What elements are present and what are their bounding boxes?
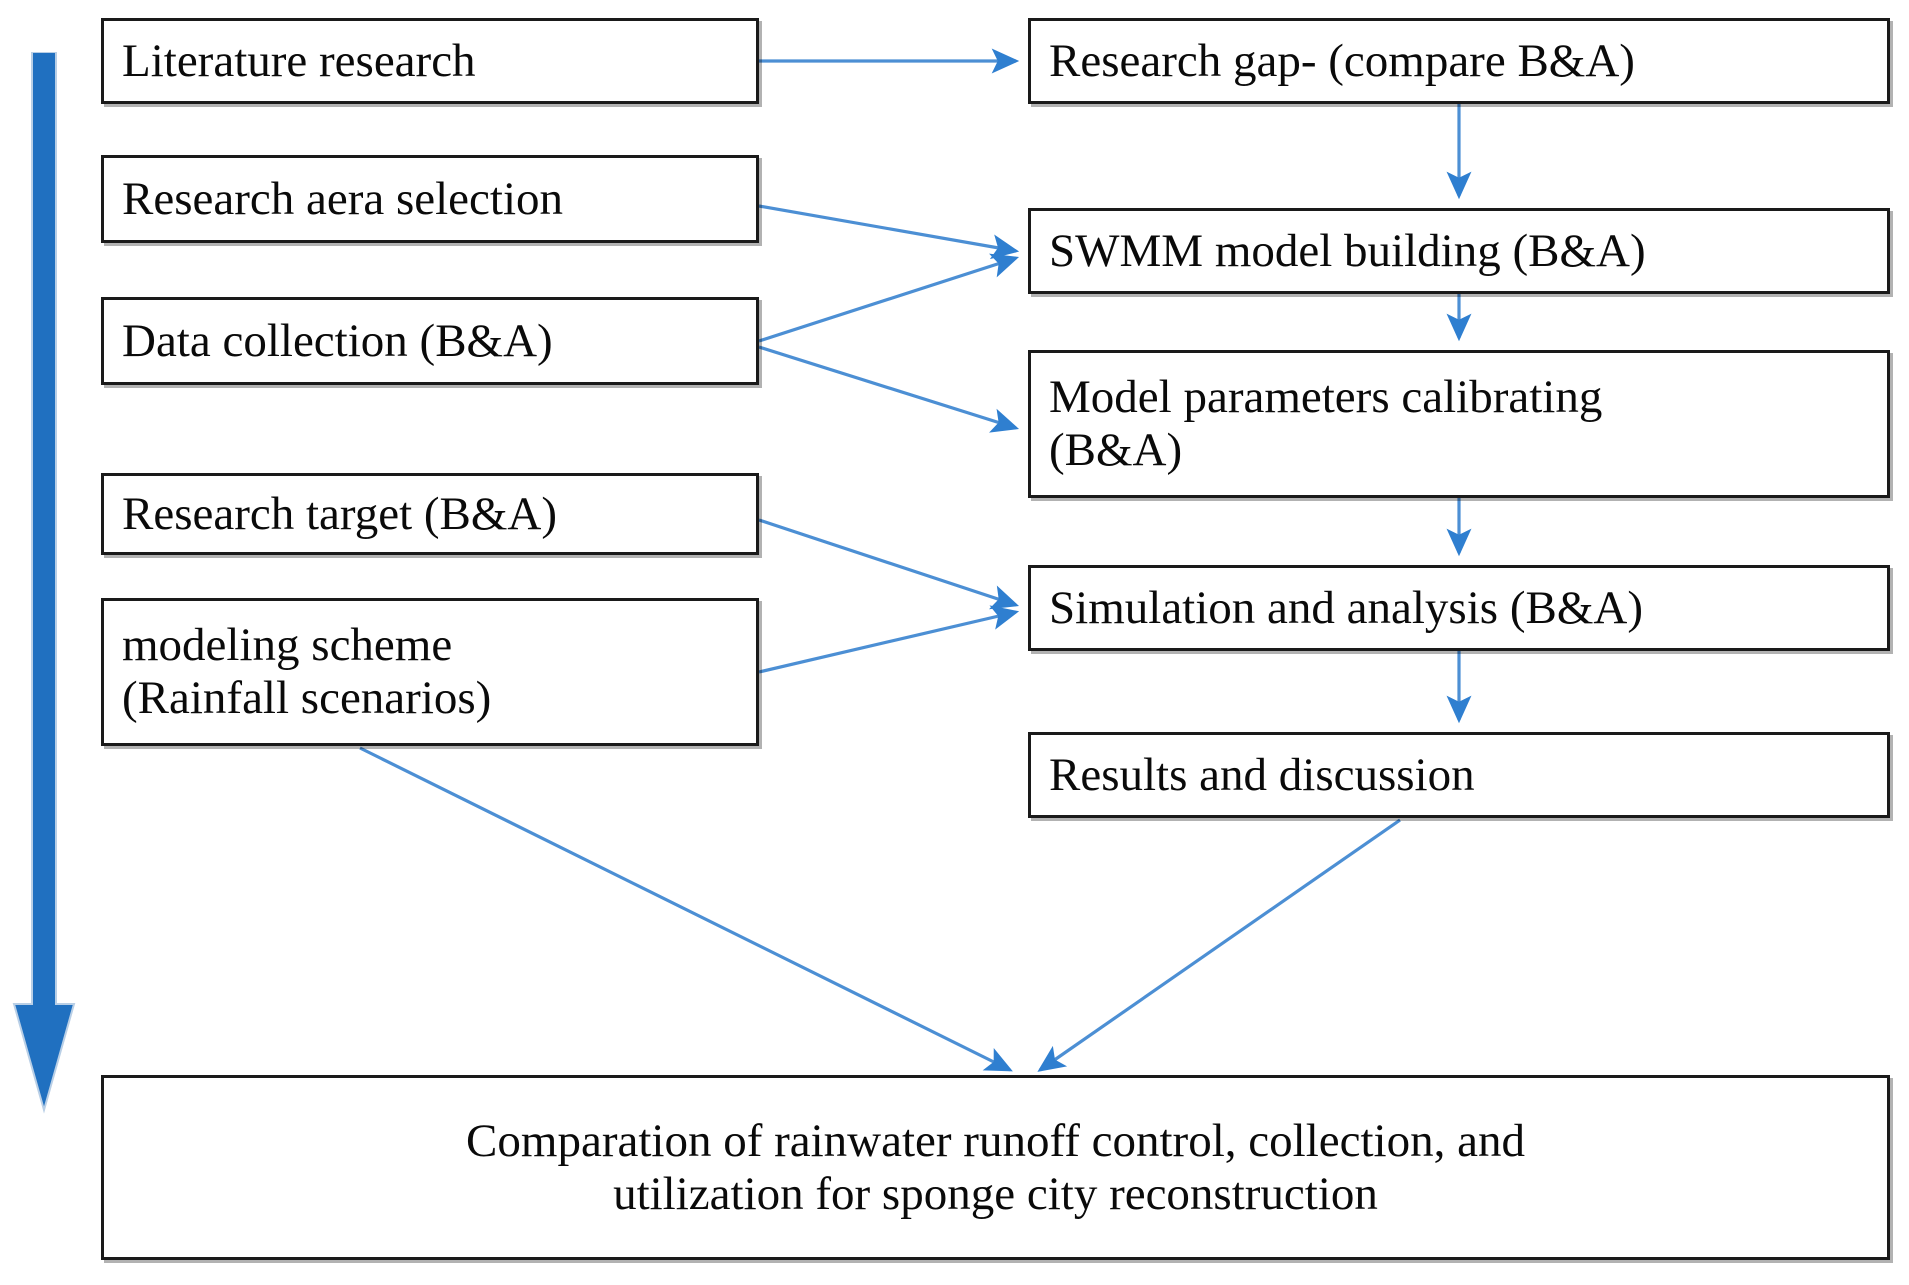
node-label: modeling scheme (Rainfall scenarios): [122, 619, 492, 724]
node-label: Comparation of rainwater runoff control,…: [466, 1114, 1525, 1220]
downward-progress-arrow: [12, 52, 76, 1114]
edge-data-collection-to-calibrating: [758, 345, 1020, 433]
node-label: Research aera selection: [122, 172, 564, 225]
node-comparation-summary[interactable]: Comparation of rainwater runoff control,…: [101, 1075, 1890, 1260]
node-data-collection[interactable]: Data collection (B&A): [101, 297, 759, 385]
node-label: Model parameters calibrating (B&A): [1049, 371, 1603, 476]
node-simulation-and-analysis[interactable]: Simulation and analysis (B&A): [1028, 565, 1890, 651]
node-modeling-scheme[interactable]: modeling scheme (Rainfall scenarios): [101, 598, 759, 746]
edge-modeling-scheme-to-simulation: [758, 605, 1020, 674]
edge-modeling-scheme-to-comparation: [359, 746, 1013, 1072]
node-label: Literature research: [122, 34, 476, 87]
node-label: Research target (B&A): [122, 487, 558, 540]
node-research-gap[interactable]: Research gap- (compare B&A): [1028, 18, 1890, 104]
edge-results-to-comparation: [1037, 818, 1401, 1072]
node-results-and-discussion[interactable]: Results and discussion: [1028, 732, 1890, 818]
node-label: Simulation and analysis (B&A): [1049, 581, 1643, 634]
node-label: SWMM model building (B&A): [1049, 224, 1646, 277]
node-label: Results and discussion: [1049, 748, 1475, 801]
node-label: Research gap- (compare B&A): [1049, 34, 1635, 87]
node-research-target[interactable]: Research target (B&A): [101, 473, 759, 555]
node-literature-research[interactable]: Literature research: [101, 18, 759, 104]
node-model-parameters-calibrating[interactable]: Model parameters calibrating (B&A): [1028, 350, 1890, 498]
node-label: Data collection (B&A): [122, 314, 553, 367]
edge-aera-to-swmm: [758, 204, 1020, 260]
node-swmm-model-building[interactable]: SWMM model building (B&A): [1028, 208, 1890, 294]
node-research-aera-selection[interactable]: Research aera selection: [101, 155, 759, 243]
edge-data-collection-to-swmm: [758, 253, 1020, 343]
edge-research-target-to-simulation: [758, 518, 1020, 610]
